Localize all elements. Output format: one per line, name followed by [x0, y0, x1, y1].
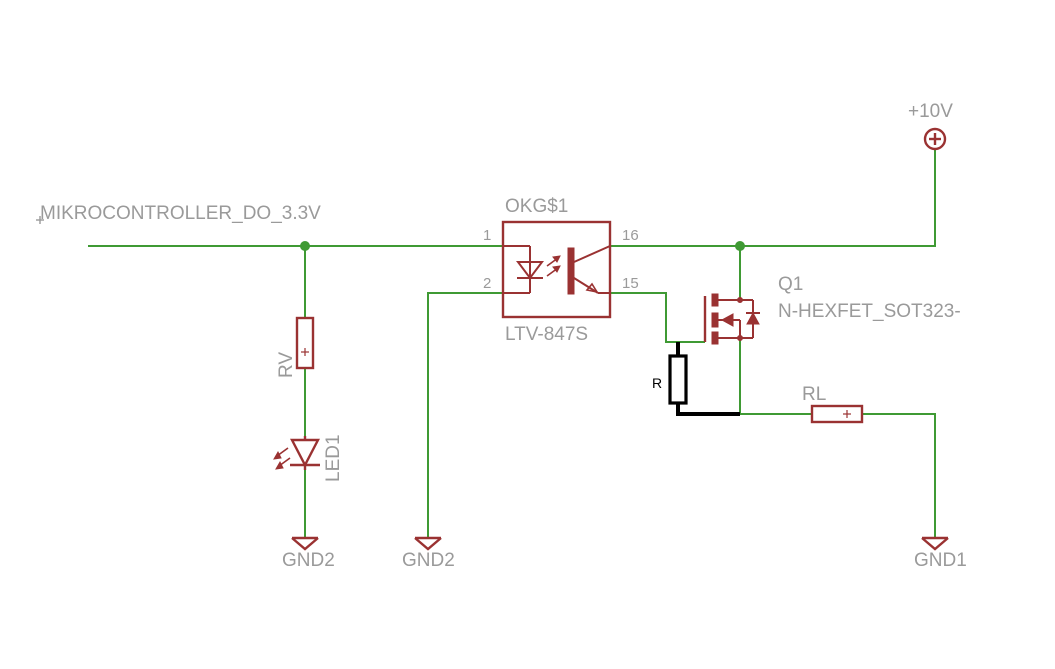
mosfet-name: Q1 — [778, 274, 803, 295]
wire-pin16-to-supply[interactable] — [610, 150, 936, 247]
ground-right-symbol[interactable] — [921, 536, 949, 551]
optocoupler-name: OKG$1 — [505, 196, 568, 217]
pin-15: 15 — [622, 275, 639, 292]
supply-symbol[interactable] — [923, 127, 947, 151]
wires — [88, 150, 936, 538]
supply-label: +10V — [908, 101, 953, 122]
ground-right-label: GND1 — [914, 550, 967, 571]
ground-left-symbol[interactable] — [291, 536, 319, 551]
ground-middle-label: GND2 — [402, 550, 455, 571]
resistor-r[interactable] — [668, 354, 688, 405]
junction-drain — [735, 241, 745, 251]
resistor-rv[interactable] — [295, 316, 315, 370]
net-label-marker — [36, 216, 44, 224]
optocoupler[interactable] — [501, 220, 612, 319]
mosfet-drain-dot — [737, 297, 743, 303]
pin-2: 2 — [483, 275, 491, 292]
wire-rl-to-gnd1[interactable] — [862, 413, 936, 538]
optocoupler-value: LTV-847S — [505, 324, 588, 345]
wire-pin15-to-gate[interactable] — [610, 292, 705, 343]
led1[interactable] — [273, 436, 320, 470]
resistor-rl[interactable] — [810, 404, 864, 424]
pin-16: 16 — [622, 227, 639, 244]
junction-input — [300, 241, 310, 251]
net-label-input: MIKROCONTROLLER_DO_3.3V — [40, 203, 321, 224]
resistor-r-label: R — [652, 375, 662, 391]
mosfet-q1[interactable] — [703, 293, 760, 345]
resistor-rl-label: RL — [802, 384, 826, 405]
wire-r-bottom[interactable] — [676, 403, 740, 416]
resistor-rv-label: RV — [276, 352, 297, 378]
ground-middle-symbol[interactable] — [414, 536, 442, 551]
led1-label: LED1 — [323, 434, 344, 482]
pin-1: 1 — [483, 227, 491, 244]
wire-pin2-to-gnd[interactable] — [427, 292, 503, 538]
mosfet-source-dot — [737, 335, 743, 341]
mosfet-value: N-HEXFET_SOT323- — [778, 301, 961, 322]
ground-left-label: GND2 — [282, 550, 335, 571]
